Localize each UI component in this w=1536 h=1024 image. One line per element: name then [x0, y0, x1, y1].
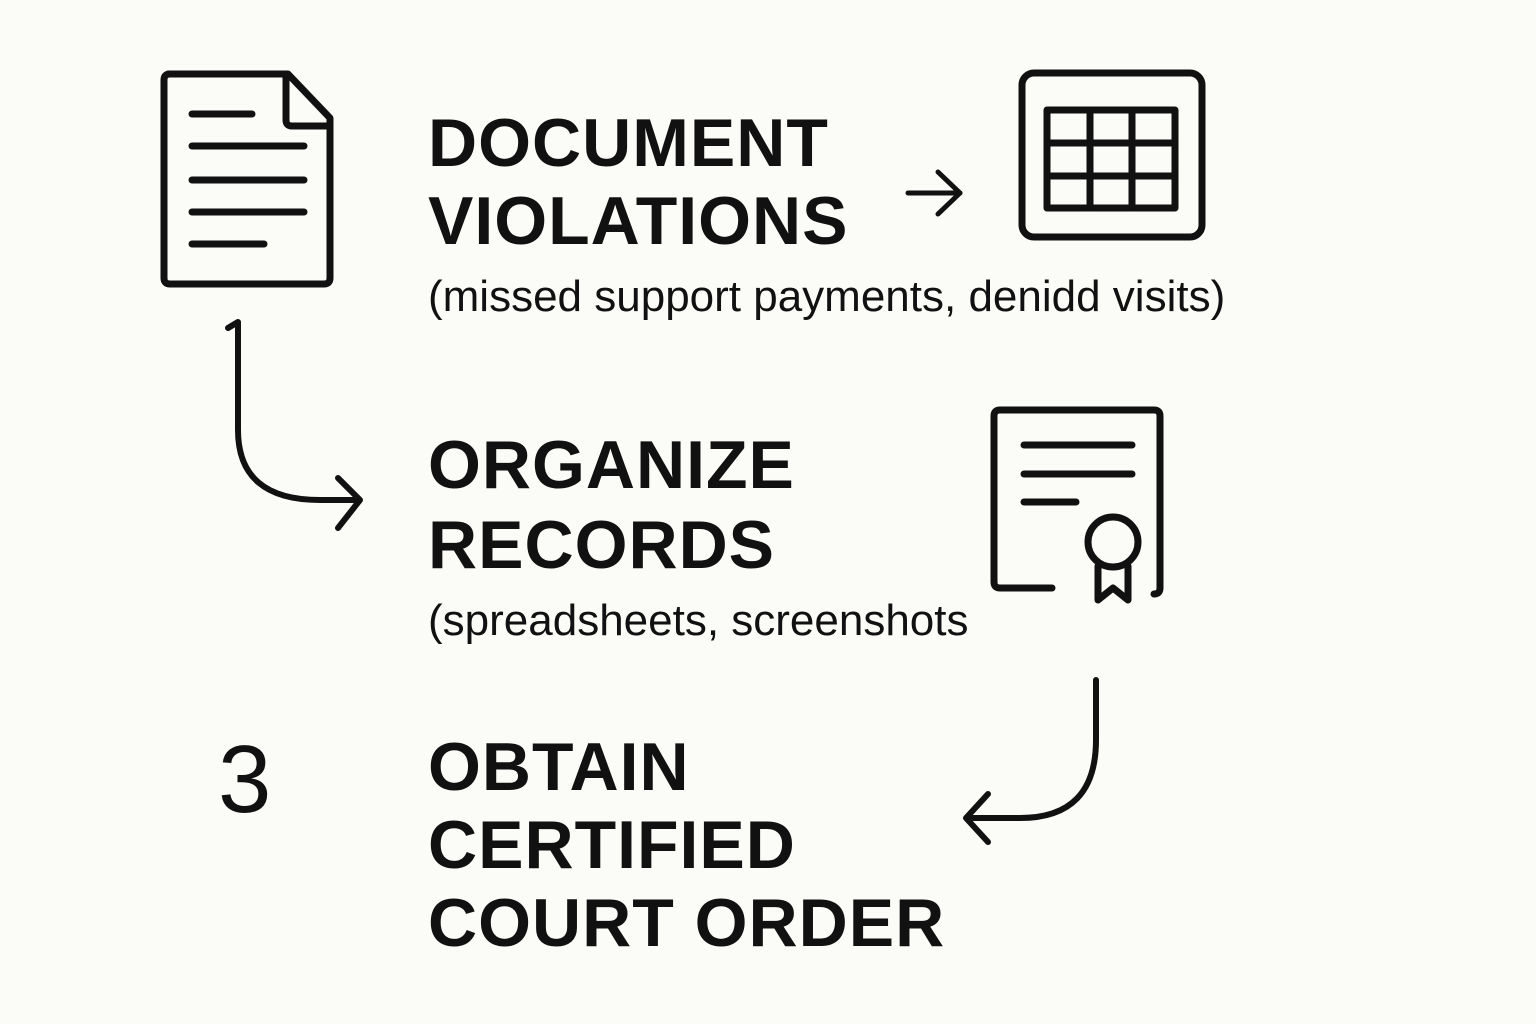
step-title-line: ORGANIZE — [428, 427, 795, 503]
spreadsheet-icon — [1018, 69, 1206, 241]
step-2-subtitle: (spreadsheets, screenshots — [428, 596, 969, 645]
certificate-icon — [990, 406, 1164, 604]
document-icon — [160, 70, 334, 288]
step-1-subtitle: (missed support payments, denidd visits) — [428, 272, 1226, 321]
step-title-line: OBTAIN — [428, 729, 690, 805]
arrow-right-icon — [905, 169, 963, 217]
step-title-line: CERTIFIED — [428, 807, 796, 883]
curved-arrow-icon — [225, 319, 363, 531]
step-title-line: DOCUMENT — [428, 105, 829, 181]
step-3-number: 3 — [218, 726, 272, 833]
step-title-line: RECORDS — [428, 507, 776, 583]
step-title-line: VIOLATIONS — [428, 183, 849, 259]
curved-arrow-left-icon — [963, 677, 1099, 845]
step-title-line: COURT ORDER — [428, 885, 946, 961]
